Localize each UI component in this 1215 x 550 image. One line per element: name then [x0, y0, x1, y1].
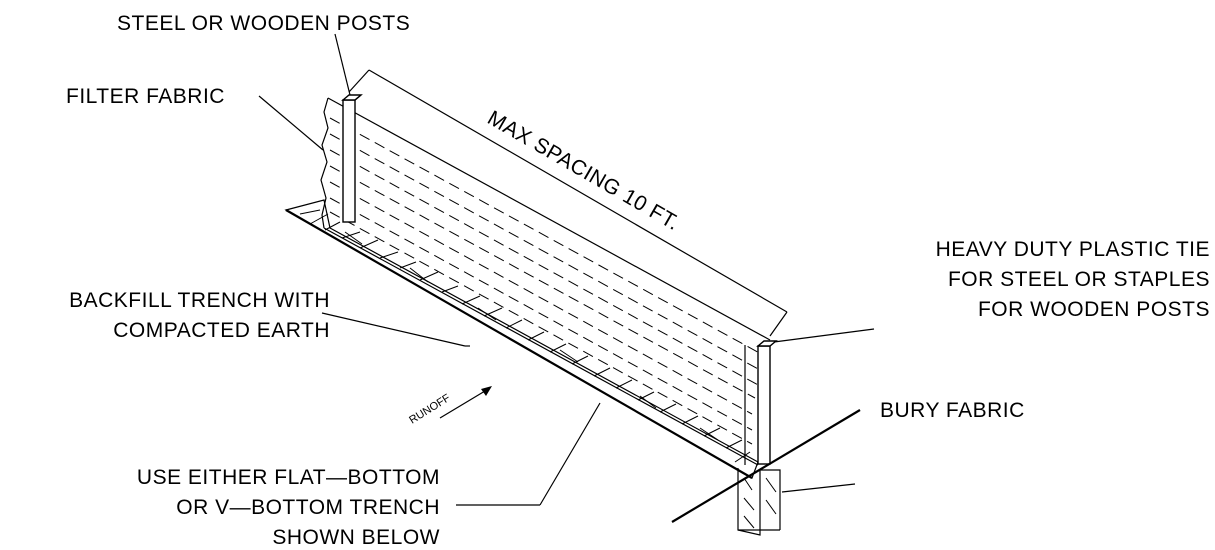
- fabric-dashed-lines: [329, 117, 766, 445]
- leader-lines: [258, 33, 875, 506]
- spacing-dimension: [348, 69, 788, 337]
- tie-label-line3: FOR WOODEN POSTS: [978, 298, 1210, 321]
- trench-section: [671, 409, 861, 536]
- posts-label: STEEL OR WOODEN POSTS: [117, 12, 410, 35]
- trench-label-line3: SHOWN BELOW: [272, 526, 440, 549]
- tie-label-line2: FOR STEEL OR STAPLES: [948, 268, 1210, 291]
- runoff-arrow: RUNOFF: [407, 386, 492, 427]
- spacing-label: MAX SPACING 10 FT.: [484, 106, 684, 235]
- trench-label-line1: USE EITHER FLAT—BOTTOM: [137, 466, 440, 489]
- backfill-trench-strip: [284, 199, 759, 479]
- right-post: [756, 340, 778, 465]
- backfill-label-line2: COMPACTED EARTH: [113, 319, 330, 342]
- bury-fabric-label: BURY FABRIC: [880, 399, 1025, 422]
- runoff-label: RUNOFF: [407, 392, 452, 427]
- backfill-label-line1: BACKFILL TRENCH WITH: [69, 289, 330, 312]
- filter-fabric-label: FILTER FABRIC: [66, 85, 225, 108]
- tie-label-line1: HEAVY DUTY PLASTIC TIE: [936, 238, 1210, 261]
- left-post: [341, 94, 363, 223]
- filter-fabric-panel: [320, 97, 771, 466]
- trench-label-line2: OR V—BOTTOM TRENCH: [176, 496, 440, 519]
